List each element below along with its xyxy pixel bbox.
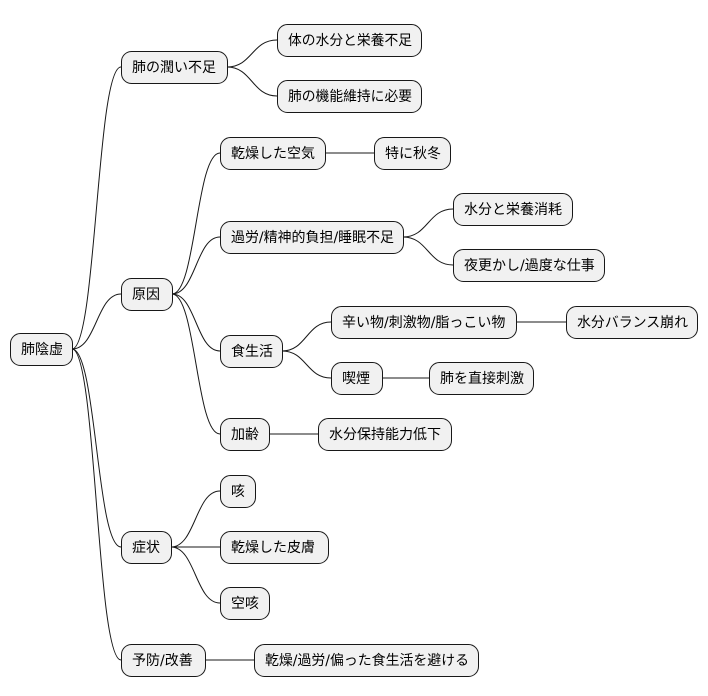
mindmap-node-n2c1: 辛い物/刺激物/脂っこい物 [331,306,517,339]
mindmap-node-n4a: 乾燥/過労/偏った食生活を避ける [254,644,479,677]
mindmap-node-n3c: 空咳 [220,587,270,620]
node-label: 夜更かし/過度な仕事 [464,258,595,274]
mindmap-node-n2d: 加齢 [220,418,270,451]
node-label: 過労/精神的負担/睡眠不足 [231,230,394,246]
node-label: 特に秋冬 [385,146,441,162]
node-box [331,306,517,339]
node-box [318,418,452,451]
node-label: 予防/改善 [132,653,193,669]
edge-root-n1 [71,66,122,350]
node-box [121,644,206,677]
node-box [277,24,422,57]
node-label: 乾燥した皮膚 [231,540,315,556]
node-box [453,193,573,226]
node-box [10,333,73,366]
node-label: 加齢 [231,427,259,443]
mindmap-node-n3a: 咳 [220,475,256,508]
node-box [429,362,534,395]
node-label: 食生活 [231,343,273,360]
node-label: 肺陰虚 [21,342,63,358]
edge-n2-n2b [171,236,221,295]
mindmap-node-n2b1: 水分と栄養消耗 [453,193,573,226]
edge-n2-n2c [171,293,221,352]
edge-n1-n1b [226,66,278,97]
edge-root-n3 [71,348,122,548]
node-label: 喫煙 [342,371,370,387]
edge-n2b-n2b1 [402,208,454,238]
node-box [220,221,404,254]
mindmap-root-node: 肺陰虚 [10,333,73,366]
node-box [121,51,228,84]
node-box [220,335,283,368]
node-box [254,644,479,677]
edge-n3-n3a [170,490,221,548]
mindmap-node-n1b: 肺の機能維持に必要 [277,80,422,113]
mindmap-node-n2b2: 夜更かし/過度な仕事 [453,249,605,282]
mindmap-edges [71,39,566,661]
node-label: 原因 [132,287,160,303]
mindmap-node-n2c1a: 水分バランス崩れ [566,306,698,339]
node-label: 肺の潤い不足 [132,60,216,76]
mindmap-node-n1a: 体の水分と栄養不足 [277,24,422,57]
node-box [121,278,173,311]
node-box [453,249,605,282]
mindmap-node-n2: 原因 [121,278,173,311]
node-label: 水分と栄養消耗 [464,201,562,218]
node-box [566,306,698,339]
node-label: 水分保持能力低下 [329,427,441,443]
node-box [220,418,270,451]
node-box [220,475,256,508]
edge-n2-n2d [171,293,221,435]
node-box [331,362,383,395]
node-box [220,531,329,564]
edge-n2c-n2c2 [281,350,332,379]
edge-n1-n1a [226,39,278,68]
mindmap-node-n2c: 食生活 [220,335,283,368]
edge-root-n2 [71,293,122,350]
mindmap-node-n2c2a: 肺を直接刺激 [429,362,534,395]
mindmap-node-n2d1: 水分保持能力低下 [318,418,452,451]
mindmap-node-n2a1: 特に秋冬 [374,137,451,170]
node-box [220,137,326,170]
edge-n2-n2a [171,152,221,295]
edge-n2b-n2b2 [402,236,454,266]
mindmap-node-n2a: 乾燥した空気 [220,137,326,170]
node-label: 肺を直接刺激 [440,370,524,387]
node-label: 体の水分と栄養不足 [288,32,412,49]
node-box [374,137,451,170]
mindmap-node-n4: 予防/改善 [121,644,206,677]
mindmap-node-n3b: 乾燥した皮膚 [220,531,329,564]
mindmap-node-n2c2: 喫煙 [331,362,383,395]
node-box [220,587,270,620]
node-label: 症状 [132,540,160,556]
node-box [121,531,172,564]
edge-root-n4 [71,348,122,661]
node-label: 乾燥/過労/偏った食生活を避ける [265,652,469,669]
node-label: 空咳 [231,596,259,612]
node-label: 辛い物/刺激物/脂っこい物 [342,314,505,331]
node-label: 肺の機能維持に必要 [288,89,412,105]
edge-n3-n3c [170,546,221,604]
node-label: 乾燥した空気 [231,146,315,162]
node-label: 水分バランス崩れ [577,315,688,331]
mindmap-node-n3: 症状 [121,531,172,564]
mindmap-node-n2b: 過労/精神的負担/睡眠不足 [220,221,404,254]
node-label: 咳 [231,484,245,500]
mindmap-node-n1: 肺の潤い不足 [121,51,228,84]
node-box [277,80,422,113]
edge-n2c-n2c1 [281,321,332,352]
